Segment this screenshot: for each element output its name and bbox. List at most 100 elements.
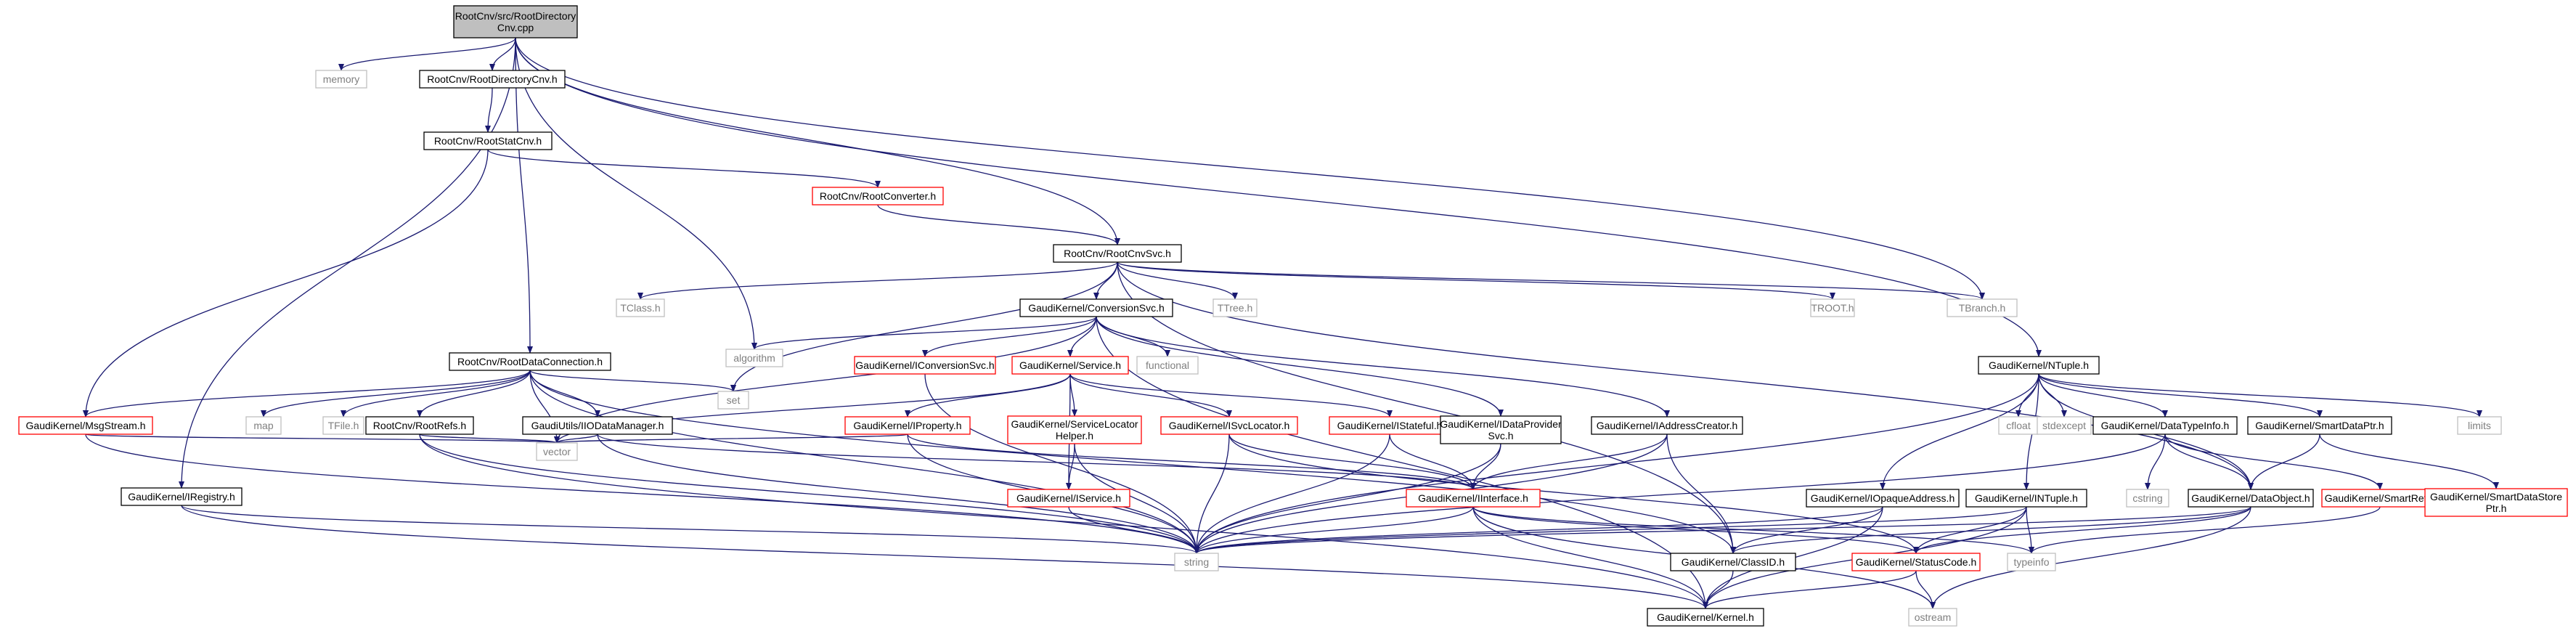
node-box-stdexcept xyxy=(2037,416,2092,435)
edge-ntuple-to-limits xyxy=(2038,373,2482,418)
node-status-code[interactable]: GaudiKernel/StatusCode.h xyxy=(1851,553,1981,571)
node-label-intuple: GaudiKernel/INTuple.h xyxy=(1975,492,2078,504)
node-label-service-locator-helper-line-2: Helper.h xyxy=(1056,430,1093,441)
node-iiodata-manager[interactable]: GaudiUtils/IIODataManager.h xyxy=(522,416,673,435)
node-label-idata-provider-svc-line-1: GaudiKernel/IDataProvider xyxy=(1440,418,1562,430)
edge-root-data-connection-to-root-refs xyxy=(417,370,531,418)
node-box-iaddress-creator xyxy=(1591,416,1743,435)
edge-service-to-istateful xyxy=(1069,373,1393,418)
node-intuple[interactable]: GaudiKernel/INTuple.h xyxy=(1965,489,2087,508)
edge-conversion-svc-to-service xyxy=(1067,316,1097,357)
node-isvc-locator[interactable]: GaudiKernel/ISvcLocator.h xyxy=(1160,416,1298,435)
node-label-limits: limits xyxy=(2468,420,2491,431)
node-label-iopaque-address: GaudiKernel/IOpaqueAddress.h xyxy=(1811,492,1955,504)
node-root-converter[interactable]: RootCnv/RootConverter.h xyxy=(812,187,944,205)
edge-status-code-to-ostream xyxy=(1915,570,1936,609)
node-iopaque-address[interactable]: GaudiKernel/IOpaqueAddress.h xyxy=(1806,489,1960,508)
edge-conversion-svc-to-iconversion-svc xyxy=(922,316,1097,357)
node-service[interactable]: GaudiKernel/Service.h xyxy=(1011,356,1129,375)
node-stdexcept: stdexcept xyxy=(2037,416,2092,435)
edge-root-data-connection-to-string xyxy=(529,370,1199,554)
node-box-root-refs xyxy=(365,416,474,435)
node-box-root-stat-cnv xyxy=(423,131,553,150)
edge-root-data-connection-to-tfile xyxy=(341,370,531,418)
edge-root-to-root-data-connection xyxy=(515,37,533,354)
edge-root-refs-to-kernel xyxy=(419,433,1708,609)
node-box-service-locator-helper xyxy=(1007,415,1142,444)
node-functional: functional xyxy=(1136,356,1199,375)
edge-intuple-to-typeinfo xyxy=(2026,506,2034,554)
node-class-id[interactable]: GaudiKernel/ClassID.h xyxy=(1670,553,1796,571)
node-label-iiodata-manager: GaudiUtils/IIODataManager.h xyxy=(531,420,664,431)
node-box-ntuple xyxy=(1978,356,2100,375)
node-box-iproperty xyxy=(844,416,971,435)
node-box-tbranch xyxy=(1947,298,2018,317)
edge-iopaque-address-to-class-id xyxy=(1730,506,1883,554)
edge-conversion-svc-to-idata-provider-svc xyxy=(1096,316,1504,417)
node-label-root-directory-cnv: RootCnv/RootDirectoryCnv.h xyxy=(427,73,557,85)
edge-root-cnv-svc-to-data-object xyxy=(1117,261,2254,490)
node-vector: vector xyxy=(536,442,578,461)
node-box-functional xyxy=(1136,356,1199,375)
node-label-smart-data-ptr: GaudiKernel/SmartDataPtr.h xyxy=(2255,420,2384,431)
node-smart-ref[interactable]: GaudiKernel/SmartRef.h xyxy=(2321,489,2439,508)
node-label-data-type-info: GaudiKernel/DataTypeInfo.h xyxy=(2101,420,2230,431)
node-label-iservice: GaudiKernel/IService.h xyxy=(1016,492,1121,504)
edge-isvc-locator-to-string xyxy=(1194,433,1230,554)
node-label-smart-data-store-ptr-line-1: GaudiKernel/SmartDataStore xyxy=(2430,491,2562,502)
node-label-status-code: GaudiKernel/StatusCode.h xyxy=(1856,556,1977,568)
edge-root-to-memory xyxy=(338,37,516,71)
edge-ntuple-to-data-type-info xyxy=(2038,373,2168,418)
node-msg-stream[interactable]: GaudiKernel/MsgStream.h xyxy=(18,416,153,435)
node-root-cnv-svc[interactable]: RootCnv/RootCnvSvc.h xyxy=(1053,244,1182,263)
edge-data-type-info-to-cstring xyxy=(2145,433,2166,490)
node-box-service xyxy=(1011,356,1129,375)
node-root-refs[interactable]: RootCnv/RootRefs.h xyxy=(365,416,474,435)
node-conversion-svc[interactable]: GaudiKernel/ConversionSvc.h xyxy=(1019,298,1173,317)
node-label-tclass: TClass.h xyxy=(620,302,660,314)
node-box-root-data-connection xyxy=(449,352,611,371)
node-label-set: set xyxy=(727,394,741,406)
edge-intuple-to-status-code xyxy=(1913,506,2027,554)
node-root[interactable]: RootCnv/src/RootDirectoryCnv.cpp xyxy=(453,5,578,38)
node-box-conversion-svc xyxy=(1019,298,1173,317)
node-ntuple[interactable]: GaudiKernel/NTuple.h xyxy=(1978,356,2100,375)
node-root-directory-cnv[interactable]: RootCnv/RootDirectoryCnv.h xyxy=(419,70,566,89)
node-box-intuple xyxy=(1965,489,2087,508)
node-data-object[interactable]: GaudiKernel/DataObject.h xyxy=(2188,489,2314,508)
node-iproperty[interactable]: GaudiKernel/IProperty.h xyxy=(844,416,971,435)
node-iconversion-svc[interactable]: GaudiKernel/IConversionSvc.h xyxy=(854,356,996,375)
edge-msg-stream-to-vector xyxy=(85,433,560,444)
node-smart-data-ptr[interactable]: GaudiKernel/SmartDataPtr.h xyxy=(2247,416,2392,435)
node-label-iproperty: GaudiKernel/IProperty.h xyxy=(853,420,961,431)
node-root-stat-cnv[interactable]: RootCnv/RootStatCnv.h xyxy=(423,131,553,150)
edge-root-to-root-cnv-svc xyxy=(515,37,1120,245)
node-iinterface[interactable]: GaudiKernel/IInterface.h xyxy=(1406,489,1541,508)
node-label-service: GaudiKernel/Service.h xyxy=(1019,359,1121,371)
edge-smart-data-ptr-to-data-object xyxy=(2248,433,2320,490)
edge-conversion-svc-to-algorithm xyxy=(751,316,1097,350)
node-label-service-locator-helper-line-1: GaudiKernel/ServiceLocator xyxy=(1011,418,1138,430)
node-istateful[interactable]: GaudiKernel/IStateful.h xyxy=(1329,416,1451,435)
edges-layer xyxy=(83,37,2499,609)
node-kernel[interactable]: GaudiKernel/Kernel.h xyxy=(1647,608,1764,627)
node-iservice[interactable]: GaudiKernel/IService.h xyxy=(1007,489,1130,508)
node-label-iconversion-svc: GaudiKernel/IConversionSvc.h xyxy=(855,359,994,371)
node-iregistry[interactable]: GaudiKernel/IRegistry.h xyxy=(121,487,242,506)
node-box-status-code xyxy=(1851,553,1981,571)
edge-ntuple-to-smart-data-ptr xyxy=(2038,373,2323,418)
node-box-isvc-locator xyxy=(1160,416,1298,435)
edge-root-converter-to-root-cnv-svc xyxy=(877,204,1120,245)
node-iaddress-creator[interactable]: GaudiKernel/IAddressCreator.h xyxy=(1591,416,1743,435)
node-box-ostream xyxy=(1908,608,1957,627)
node-root-data-connection[interactable]: RootCnv/RootDataConnection.h xyxy=(449,352,611,371)
node-box-typeinfo xyxy=(2007,553,2056,571)
node-label-typeinfo: typeinfo xyxy=(2013,556,2049,568)
edge-ntuple-to-iopaque-address xyxy=(1880,373,2039,490)
node-box-root xyxy=(453,5,578,38)
node-data-type-info[interactable]: GaudiKernel/DataTypeInfo.h xyxy=(2092,416,2238,435)
node-label-troot: TROOT.h xyxy=(1811,302,1854,314)
